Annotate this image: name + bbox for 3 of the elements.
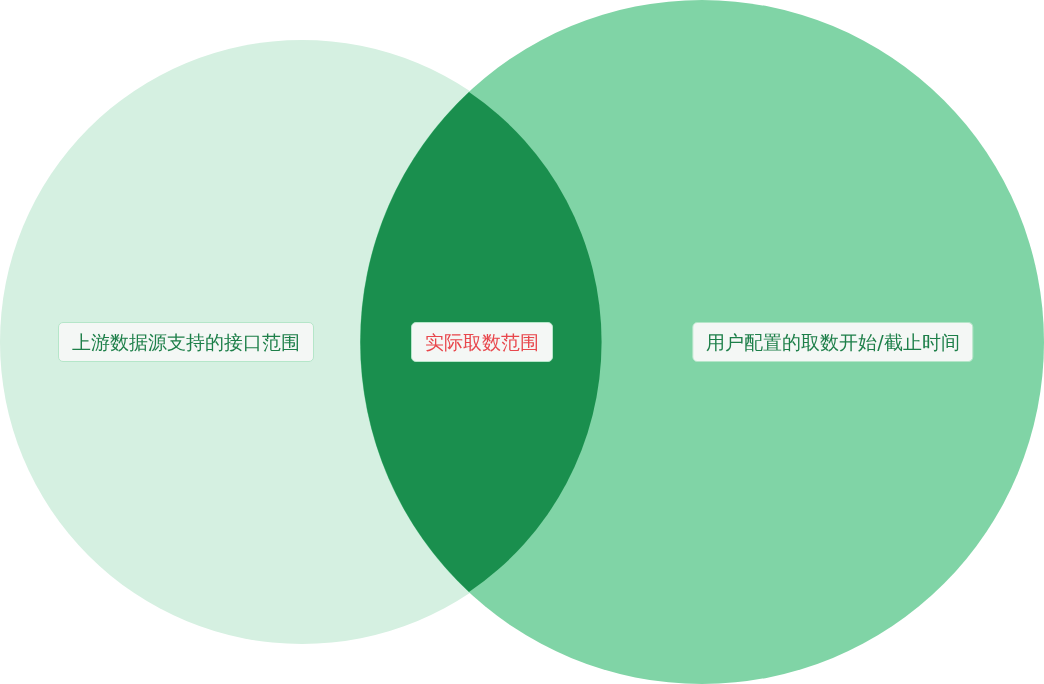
region-label: 实际取数范围 [411, 322, 553, 362]
region-label: 用户配置的取数开始/截止时间 [692, 322, 974, 362]
region-label: 上游数据源支持的接口范围 [58, 322, 314, 362]
